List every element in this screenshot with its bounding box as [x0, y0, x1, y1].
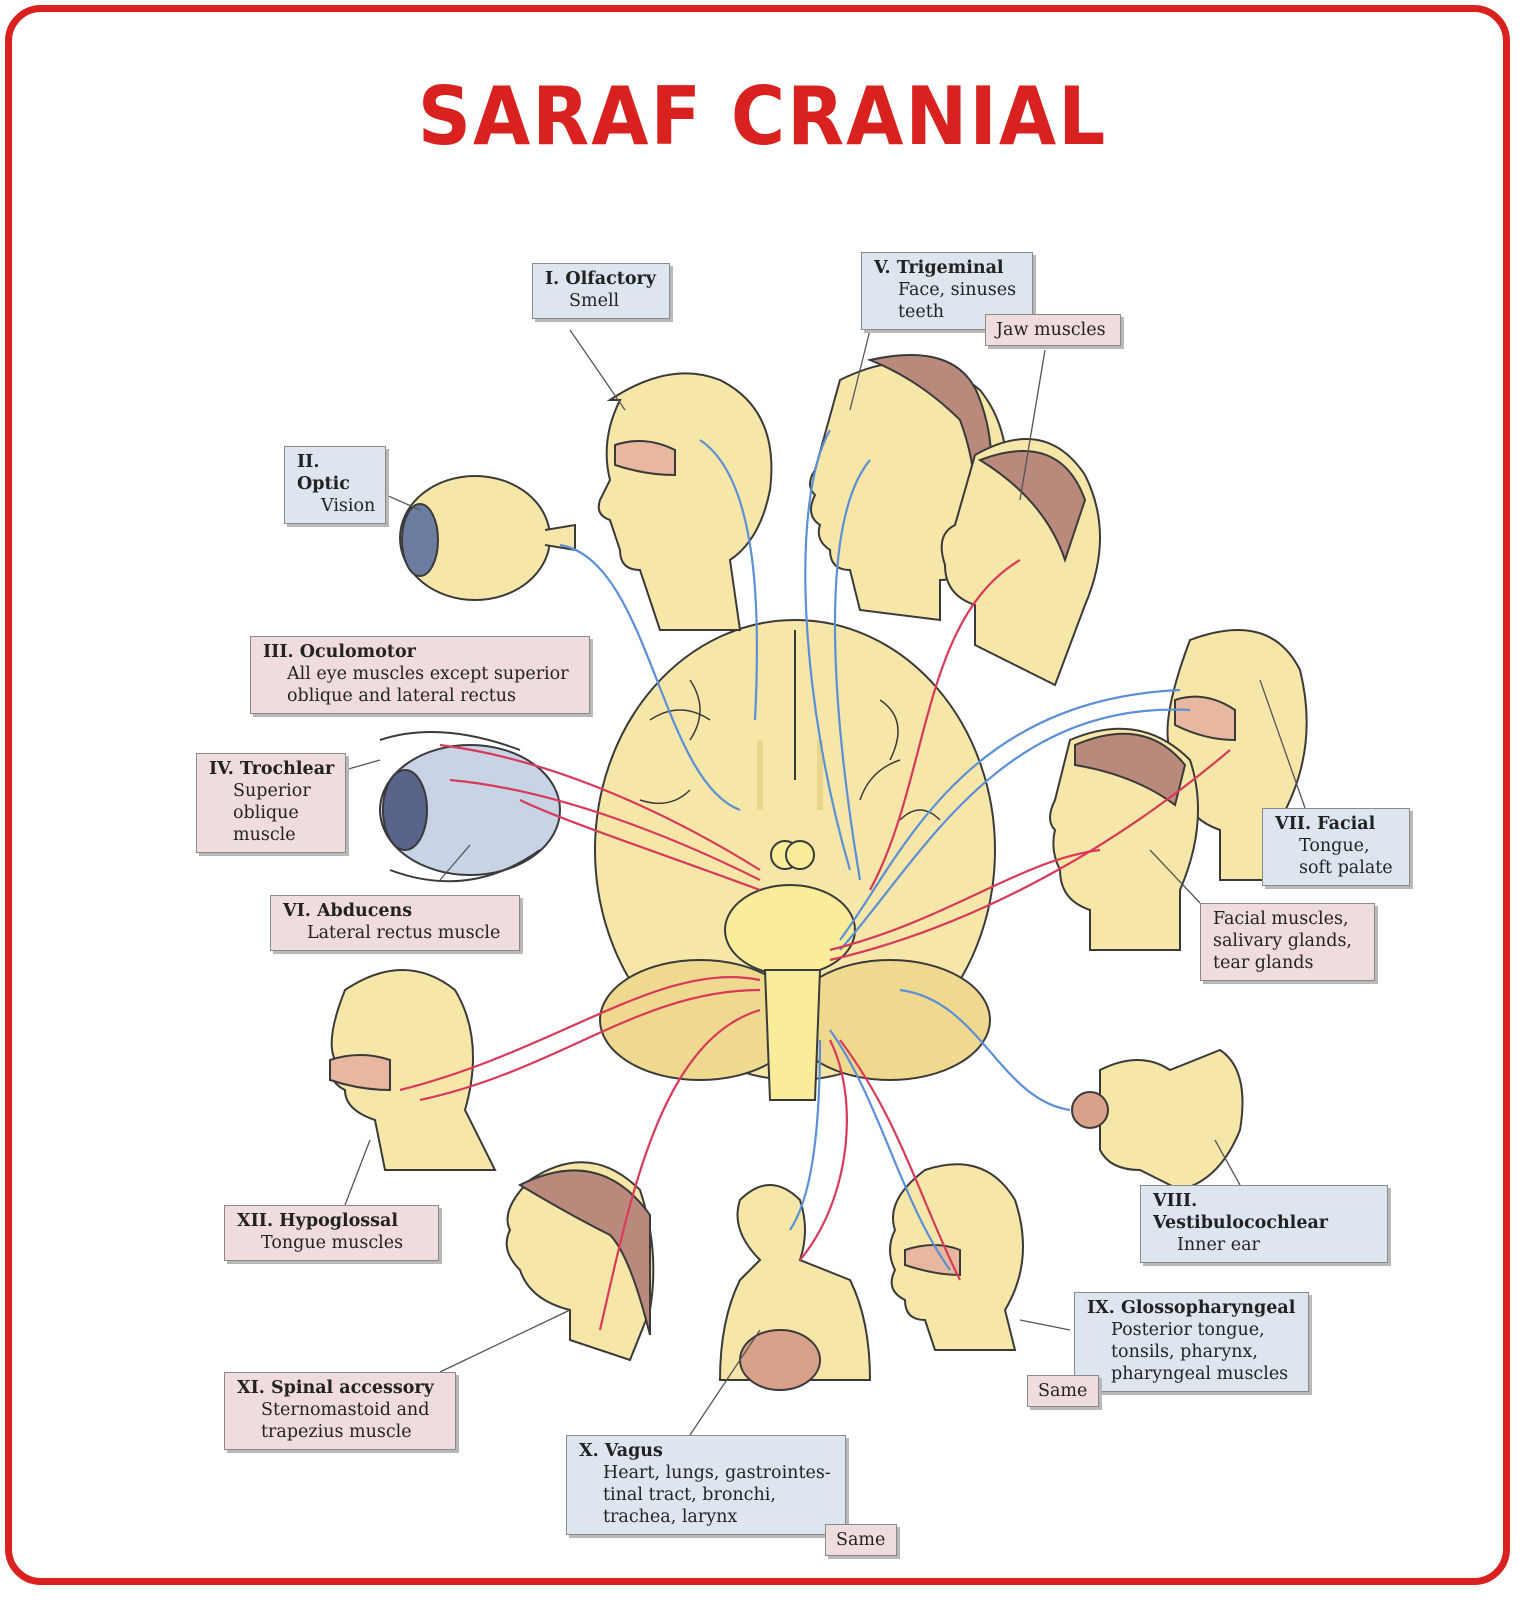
label-facial-name: VII. Facial — [1275, 814, 1376, 834]
sensory-nerves — [559, 429, 1191, 1271]
label-spinal-accessory-name: XI. Spinal accessory — [237, 1378, 434, 1398]
label-abducens-desc: Lateral rectus muscle — [307, 923, 501, 943]
label-abducens-name: VI. Abducens — [283, 901, 413, 921]
brain-pons — [724, 884, 856, 976]
label-spinal-accessory: XI. Spinal accessory Sternomastoid and t… — [224, 1372, 456, 1450]
label-olfactory-name: I. Olfactory — [545, 269, 656, 289]
motor-nerves — [399, 559, 1231, 1331]
label-vagus-name: X. Vagus — [579, 1441, 663, 1461]
label-oculomotor-desc: All eye muscles except superior oblique … — [287, 664, 569, 706]
label-glossopharyngeal-desc: Posterior tongue, tonsils, pharynx, phar… — [1111, 1320, 1289, 1384]
label-glossopharyngeal: IX. Glossopharyngeal Posterior tongue, t… — [1074, 1292, 1309, 1392]
torso-vagus — [718, 1184, 872, 1381]
label-vagus-motor-desc: Same — [836, 1530, 886, 1550]
label-trigeminal-motor: Jaw muscles — [985, 314, 1121, 346]
label-vagus-motor: Same — [825, 1524, 897, 1556]
label-hypoglossal-name: XII. Hypoglossal — [237, 1211, 398, 1231]
ear-inner — [1099, 1048, 1244, 1192]
label-olfactory-desc: Smell — [569, 291, 620, 311]
head-olfactory — [597, 372, 773, 631]
label-facial-desc: Tongue, soft palate — [1299, 836, 1393, 878]
label-glossopharyngeal-name: IX. Glossopharyngeal — [1087, 1298, 1296, 1318]
label-trigeminal-desc: Face, sinuses teeth — [898, 280, 1017, 322]
label-vagus-desc: Heart, lungs, gastrointes- tinal tract, … — [603, 1463, 831, 1527]
label-trochlear-name: IV. Trochlear — [209, 759, 335, 779]
brainstem — [763, 969, 822, 1101]
label-trochlear: IV. Trochlear Superior oblique muscle — [196, 753, 346, 853]
label-oculomotor: III. Oculomotor All eye muscles except s… — [250, 636, 590, 714]
label-vestibulocochlear-desc: Inner ear — [1177, 1235, 1260, 1255]
label-facial: VII. Facial Tongue, soft palate — [1262, 808, 1410, 886]
label-olfactory: I. Olfactory Smell — [532, 263, 670, 319]
label-trigeminal-name: V. Trigeminal — [874, 258, 1004, 278]
label-vagus: X. Vagus Heart, lungs, gastrointes- tina… — [566, 1435, 846, 1535]
label-trochlear-desc: Superior oblique muscle — [233, 781, 311, 845]
eyeball-trochlear — [379, 744, 561, 876]
label-hypoglossal-desc: Tongue muscles — [261, 1233, 404, 1253]
label-glossopharyngeal-motor-desc: Same — [1038, 1381, 1088, 1401]
label-hypoglossal: XII. Hypoglossal Tongue muscles — [224, 1205, 439, 1261]
label-optic-name: II. Optic — [297, 452, 350, 494]
label-facial-motor: Facial muscles, salivary glands, tear gl… — [1200, 903, 1375, 981]
label-optic-desc: Vision — [321, 496, 376, 516]
label-vestibulocochlear-name: VIII. Vestibulocochlear — [1153, 1191, 1329, 1233]
label-spinal-accessory-desc: Sternomastoid and trapezius muscle — [261, 1400, 430, 1442]
label-optic: II. Optic Vision — [284, 446, 386, 524]
label-trigeminal-motor-desc: Jaw muscles — [996, 320, 1106, 340]
label-abducens: VI. Abducens Lateral rectus muscle — [270, 895, 520, 951]
label-oculomotor-name: III. Oculomotor — [263, 642, 416, 662]
leader-lines — [344, 329, 1306, 1436]
label-glossopharyngeal-motor: Same — [1027, 1375, 1099, 1407]
label-facial-motor-desc: Facial muscles, salivary glands, tear gl… — [1213, 909, 1352, 973]
poster-title: SARAF CRANIAL — [417, 70, 1108, 164]
label-vestibulocochlear: VIII. Vestibulocochlear Inner ear — [1140, 1185, 1388, 1263]
